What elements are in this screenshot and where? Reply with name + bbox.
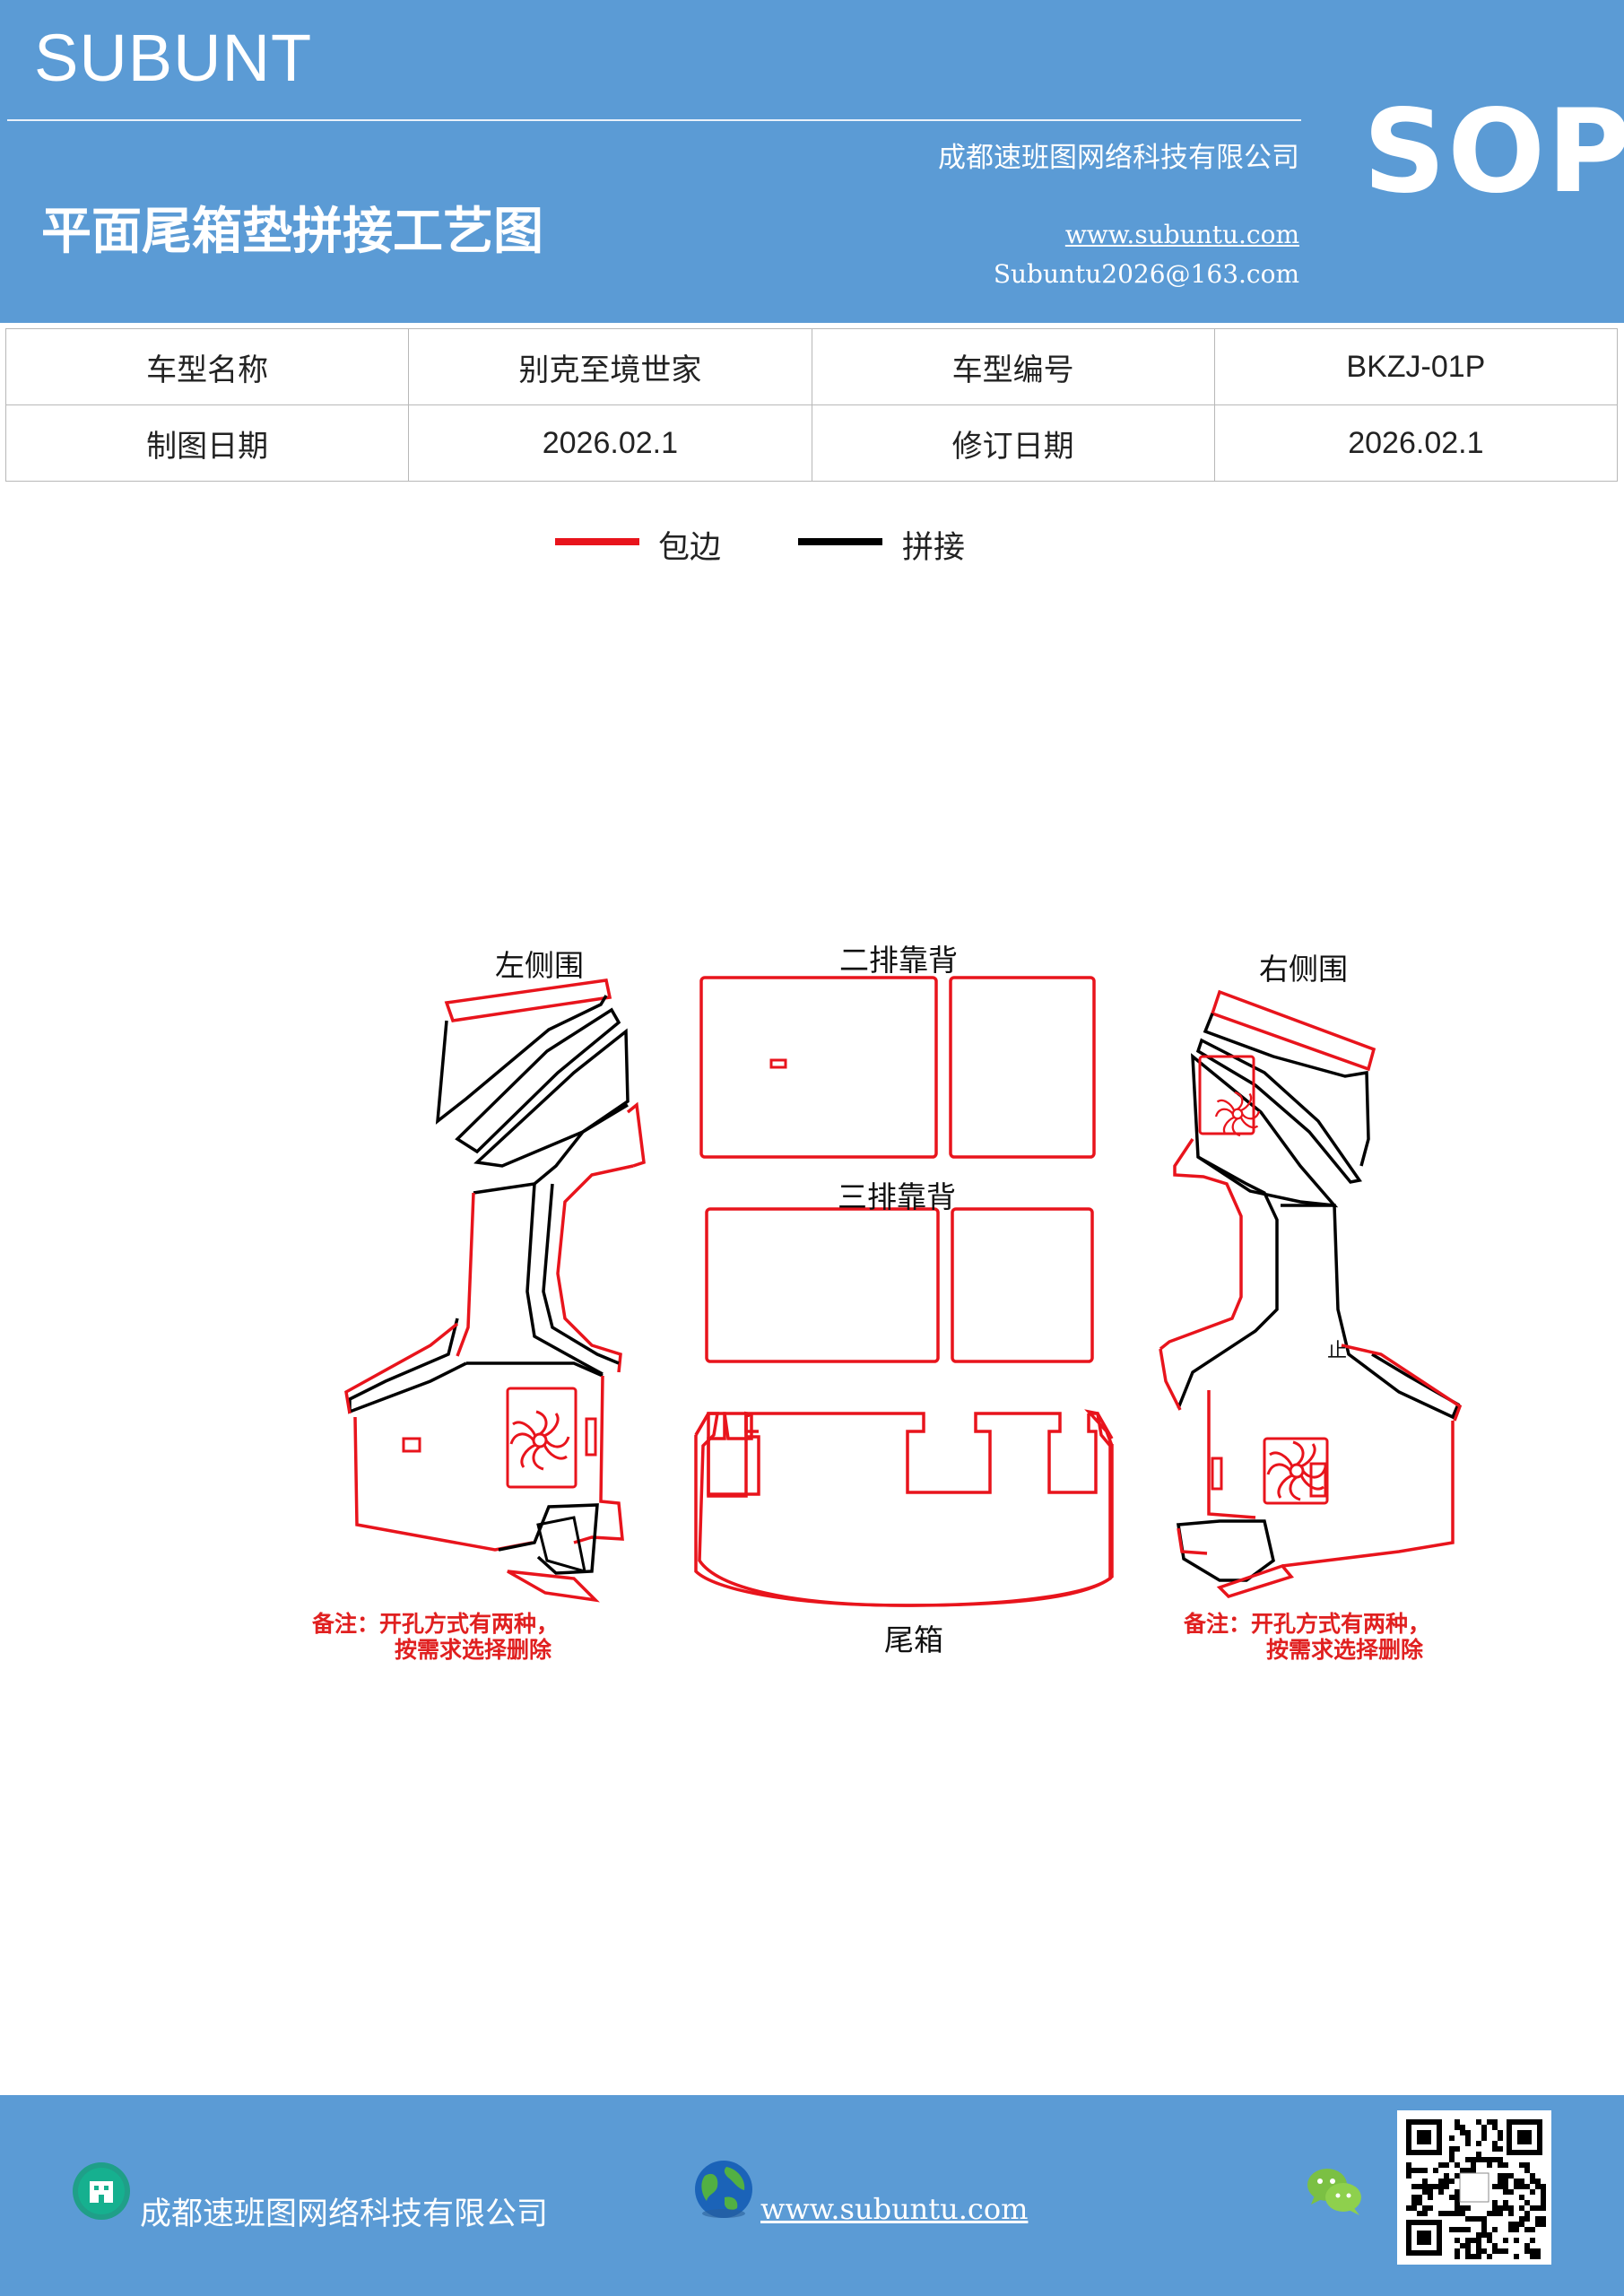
right-side-panel xyxy=(1159,989,1463,1598)
table-cell: 修订日期 xyxy=(811,404,1215,482)
building-icon xyxy=(73,2162,130,2220)
label-trunk: 尾箱 xyxy=(884,1622,943,1657)
second-row-backrest xyxy=(699,976,1096,1159)
note-right-line1: 备注：开孔方式有两种， xyxy=(1184,1611,1431,1637)
table-cell: 2026.02.1 xyxy=(408,404,812,482)
label-second-row: 二排靠背 xyxy=(839,943,958,978)
info-table: 车型名称 别克至境世家 车型编号 BKZJ-01P 制图日期 2026.02.1… xyxy=(4,328,1619,482)
note-left-line1: 备注：开孔方式有两种， xyxy=(312,1611,560,1637)
note-right-line2: 按需求选择删除 xyxy=(1266,1637,1424,1663)
page-title: 平面尾箱垫拼接工艺图 xyxy=(41,202,543,261)
legend-swatch-edge xyxy=(555,538,639,545)
legend-label-seam: 拼接 xyxy=(902,530,966,566)
table-cell: 车型编号 xyxy=(811,328,1215,405)
note-right: 备注：开孔方式有两种， 按需求选择删除 xyxy=(1184,1611,1430,1663)
table-row: 制图日期 2026.02.1 修订日期 2026.02.1 xyxy=(4,404,1619,482)
note-left-line2: 按需求选择删除 xyxy=(395,1637,552,1663)
wechat-icon xyxy=(1307,2169,1361,2215)
table-cell: 别克至境世家 xyxy=(408,328,812,405)
footer-website[interactable]: www.subuntu.com xyxy=(760,2192,1029,2226)
left-side-panel xyxy=(344,978,646,1603)
website-link[interactable]: www.subuntu.com xyxy=(1064,220,1299,249)
footer-banner: 成都速班图网络科技有限公司 www.subuntu.com xyxy=(0,2095,1624,2296)
table-row: 车型名称 别克至境世家 车型编号 BKZJ-01P xyxy=(4,328,1619,405)
footer-company: 成都速班图网络科技有限公司 xyxy=(140,2196,549,2232)
table-cell: 2026.02.1 xyxy=(1213,404,1619,482)
table-cell: BKZJ-01P xyxy=(1213,328,1619,405)
sop-badge: SOP xyxy=(1363,85,1624,219)
table-cell: 车型名称 xyxy=(4,328,410,405)
email-address: Subuntu2026@163.com xyxy=(993,259,1299,289)
header-divider xyxy=(7,119,1301,121)
legend-label-edge: 包边 xyxy=(658,530,722,566)
legend-swatch-seam xyxy=(798,538,882,545)
table-cell: 制图日期 xyxy=(4,404,410,482)
label-small-mark: 止 xyxy=(1327,1340,1348,1362)
brand-name: SUBUNT xyxy=(34,21,313,95)
qr-code xyxy=(1397,2110,1551,2265)
legend: 包边 拼接 xyxy=(0,522,1624,576)
company-name: 成都速班图网络科技有限公司 xyxy=(938,142,1299,174)
trunk-panel xyxy=(694,1409,1114,1607)
label-right-side: 右侧围 xyxy=(1259,952,1348,987)
third-row-backrest xyxy=(705,1207,1094,1363)
globe-icon xyxy=(695,2161,752,2218)
header-banner: SUBUNT 成都速班图网络科技有限公司 平面尾箱垫拼接工艺图 www.subu… xyxy=(0,0,1624,323)
note-left: 备注：开孔方式有两种， 按需求选择删除 xyxy=(312,1611,559,1663)
label-third-row: 三排靠背 xyxy=(838,1179,956,1214)
label-left-side: 左侧围 xyxy=(495,948,584,983)
